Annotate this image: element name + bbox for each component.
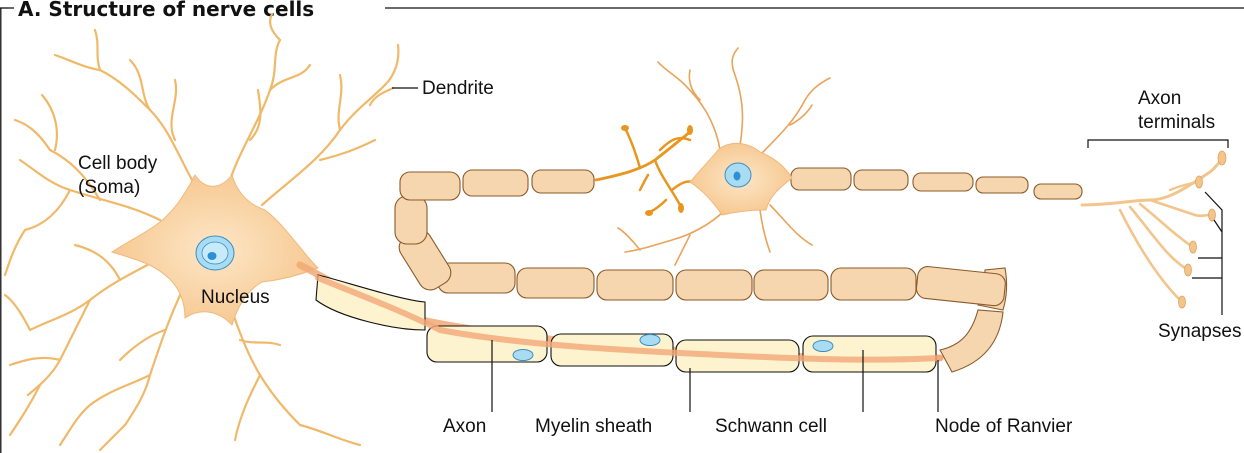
label-node-of-ranvier: Node of Ranvier [935,416,1073,437]
nucleus [196,236,234,270]
label-axon-terminals-2: terminals [1138,112,1215,133]
label-cell-body: Cell body [78,153,158,174]
label-soma: (Soma) [78,177,140,198]
second-nucleus [725,163,751,187]
label-synapses: Synapses [1158,321,1241,342]
presynaptic-terminal-branches [596,125,693,216]
label-axon-terminals-1: Axon [1138,88,1181,109]
label-schwann-cell: Schwann cell [715,416,827,437]
label-axon: Axon [443,416,486,437]
label-myelin-sheath: Myelin sheath [535,416,652,437]
label-dendrite: Dendrite [422,78,494,99]
axon-terminals [1082,151,1226,308]
label-nucleus: Nucleus [201,287,270,308]
